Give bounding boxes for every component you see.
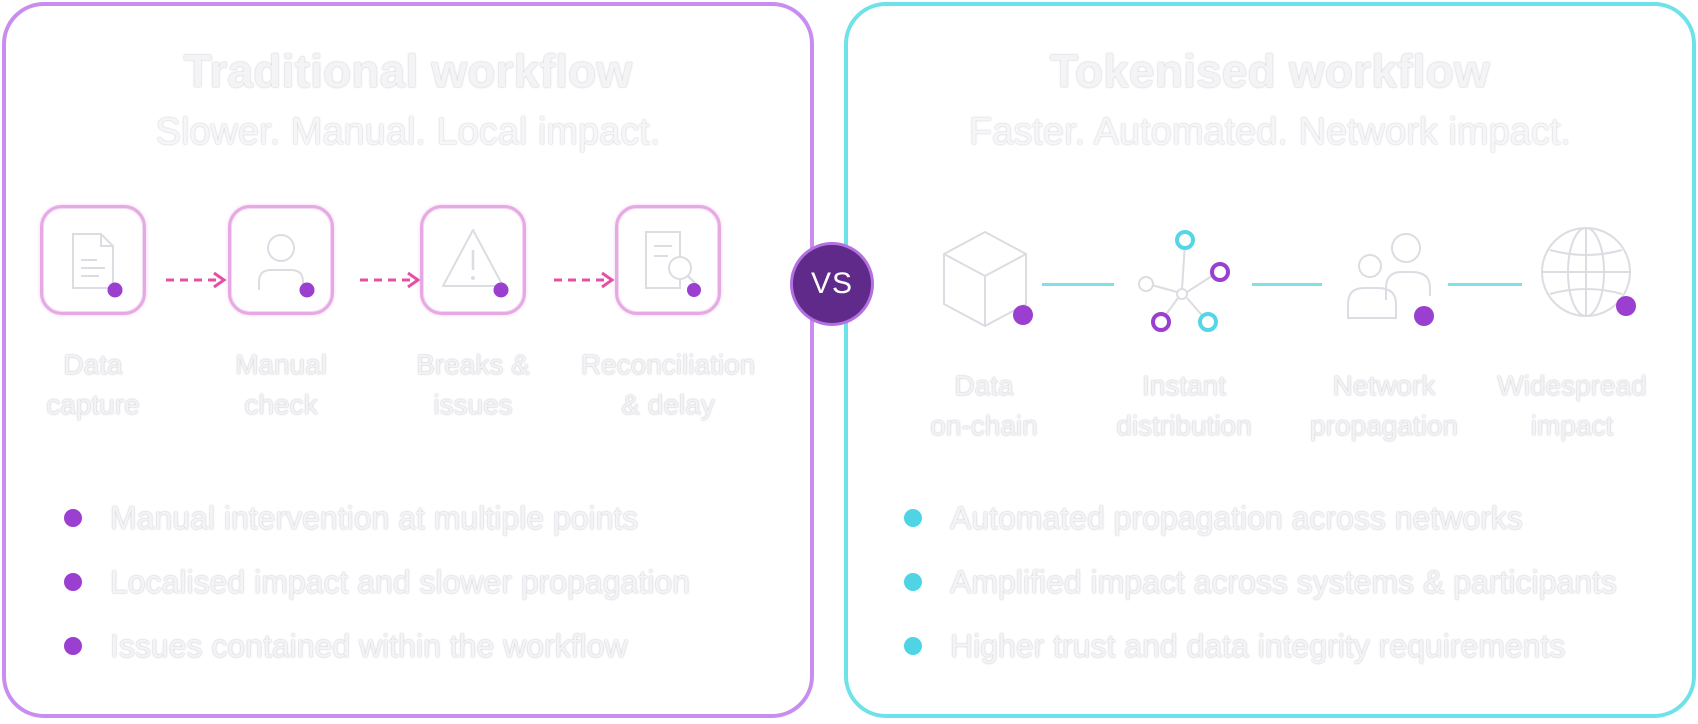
step-label-line2: impact bbox=[1530, 410, 1614, 441]
bullet-text: Amplified impact across systems & partic… bbox=[950, 564, 1617, 600]
bullet-text: Manual intervention at multiple points bbox=[110, 500, 639, 536]
step-label-line1: Reconciliation bbox=[580, 349, 756, 380]
step-label-line2: capture bbox=[46, 389, 140, 420]
dashed-arrow-icon bbox=[554, 271, 615, 289]
step-label-line2: propagation bbox=[1310, 410, 1458, 441]
bullet-dot bbox=[904, 509, 922, 527]
step-label-line2: issues bbox=[433, 389, 513, 420]
globe-icon bbox=[1534, 226, 1644, 336]
step-label-line1: Widespread bbox=[1497, 370, 1647, 401]
bullet-text: Automated propagation across networks bbox=[950, 500, 1523, 536]
connector-line bbox=[1252, 283, 1322, 286]
connector-line bbox=[1448, 283, 1522, 286]
step-label-line1: Breaks & bbox=[416, 349, 530, 380]
search-document-icon bbox=[615, 205, 721, 315]
bullet-text: Localised impact and slower propagation bbox=[110, 564, 690, 600]
tokenised-title: Tokenised workflow bbox=[1050, 45, 1490, 97]
network-step-data-on-chain: Data on-chain bbox=[884, 366, 1084, 446]
step-manual-check: Manual check bbox=[186, 205, 376, 425]
step-label-line2: on-chain bbox=[930, 410, 1038, 441]
step-label-line1: Network bbox=[1332, 370, 1436, 401]
tokenised-workflow-panel: Tokenised workflow Faster. Automated. Ne… bbox=[844, 2, 1696, 718]
step-reconciliation-delay: Reconciliation & delay bbox=[573, 205, 763, 425]
person-icon bbox=[228, 205, 334, 315]
bullet-text: Issues contained within the workflow bbox=[110, 628, 628, 664]
step-label-line2: & delay bbox=[621, 389, 715, 420]
bullet-text: Higher trust and data integrity requirem… bbox=[950, 628, 1566, 664]
step-label-line1: Instant bbox=[1141, 370, 1227, 401]
network-nodes-icon bbox=[1132, 226, 1242, 336]
step-breaks-issues: Breaks & issues bbox=[378, 205, 568, 425]
step-label-line1: Data bbox=[954, 370, 1014, 401]
step-label-line2: check bbox=[244, 389, 318, 420]
bullet-dot bbox=[904, 637, 922, 655]
step-label-line1: Manual bbox=[235, 349, 327, 380]
people-icon bbox=[1338, 226, 1448, 336]
bullet-dot bbox=[904, 573, 922, 591]
traditional-subtitle: Slower. Manual. Local impact. bbox=[155, 111, 661, 153]
document-icon bbox=[40, 205, 146, 315]
bullet-dot bbox=[64, 637, 82, 655]
network-step-network-propagation: Network propagation bbox=[1284, 366, 1484, 446]
dashed-arrow-icon bbox=[166, 271, 227, 289]
network-step-instant-distribution: Instant distribution bbox=[1084, 366, 1284, 446]
dashed-arrow-icon bbox=[360, 271, 421, 289]
step-label-line2: distribution bbox=[1116, 410, 1252, 441]
network-step-widespread-impact: Widespread impact bbox=[1472, 366, 1672, 446]
vs-badge: VS bbox=[790, 242, 874, 326]
step-data-capture: Data capture bbox=[0, 205, 188, 425]
step-label-line1: Data bbox=[63, 349, 123, 380]
connector-line bbox=[1042, 283, 1114, 286]
tokenised-subtitle: Faster. Automated. Network impact. bbox=[969, 111, 1571, 153]
cube-icon bbox=[930, 226, 1040, 336]
bullet-dot bbox=[64, 509, 82, 527]
bullet-dot bbox=[64, 573, 82, 591]
warning-icon bbox=[420, 205, 526, 315]
traditional-title: Traditional workflow bbox=[183, 45, 633, 97]
traditional-workflow-panel: Traditional workflow Slower. Manual. Loc… bbox=[2, 2, 814, 718]
